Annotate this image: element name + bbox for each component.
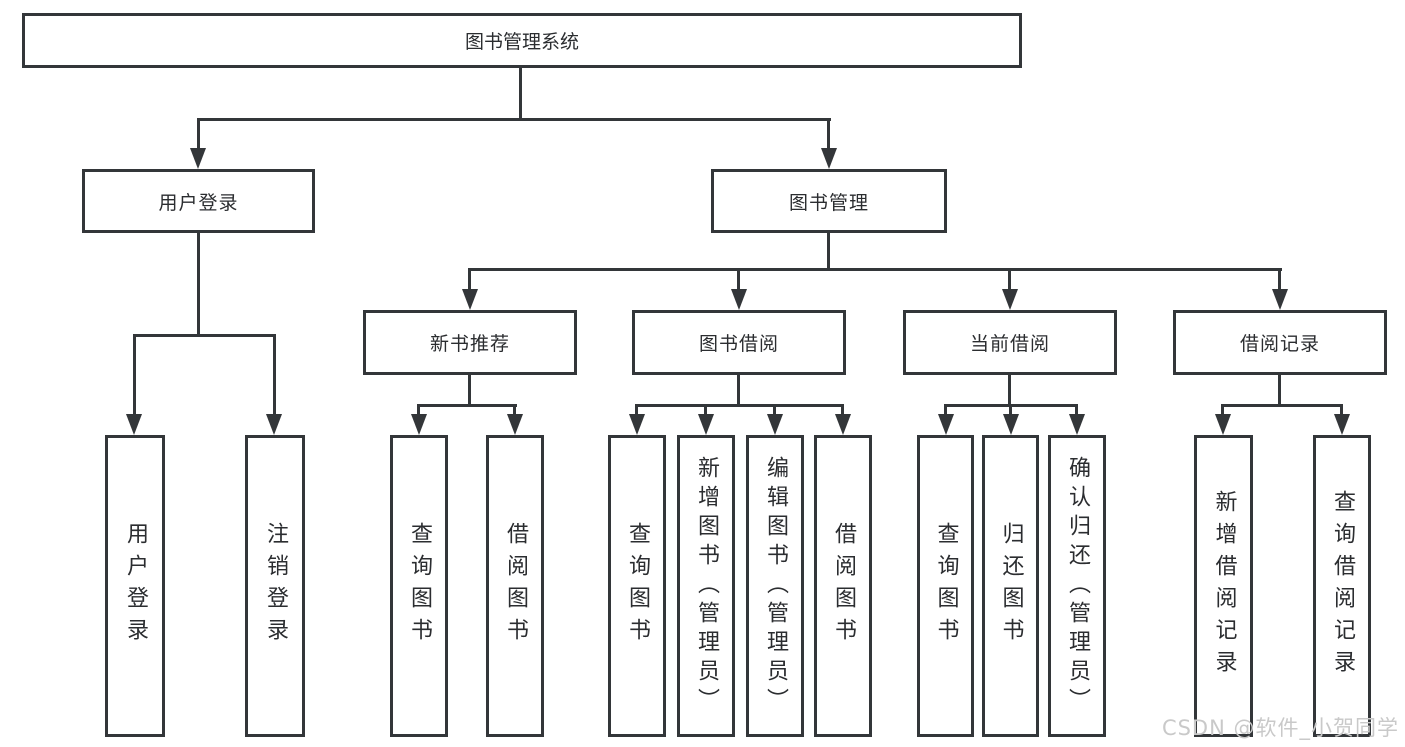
connector-vline <box>1008 375 1011 407</box>
connector-vline <box>1221 404 1224 418</box>
node-label: 查询图书 <box>407 522 432 650</box>
node-label: 新增图书（管理员） <box>694 455 719 717</box>
node-library-management-system: 图书管理系统 <box>22 13 1022 68</box>
leaf-query-books-recommend: 查询图书 <box>390 435 448 737</box>
connector-vline <box>468 375 471 407</box>
arrowhead-down <box>938 414 954 435</box>
connector-vline <box>1009 404 1012 418</box>
connector-vline <box>417 404 420 418</box>
node-label: 借阅图书 <box>503 522 528 650</box>
leaf-borrow-books-borrowing: 借阅图书 <box>814 435 872 737</box>
connector-hline <box>417 404 517 407</box>
leaf-query-borrow-record: 查询借阅记录 <box>1313 435 1371 737</box>
connector-vline <box>197 233 200 337</box>
node-label: 用户登录 <box>123 522 148 650</box>
connector-hline <box>468 268 1282 271</box>
arrowhead-down <box>1272 289 1288 310</box>
node-label: 借阅图书 <box>831 522 856 650</box>
connector-vline <box>519 68 522 121</box>
node-label: 借阅记录 <box>1239 333 1320 355</box>
connector-vline <box>1340 404 1343 418</box>
connector-vline <box>513 404 516 418</box>
csdn-watermark: CSDN @软件_小贺同学 <box>1161 716 1399 740</box>
node-label: 新书推荐 <box>429 333 510 355</box>
arrowhead-down <box>698 414 714 435</box>
arrowhead-down <box>411 414 427 435</box>
connector-hline <box>197 118 831 121</box>
node-label: 图书管理系统 <box>464 31 579 53</box>
connector-vline <box>197 118 200 154</box>
leaf-return-books: 归还图书 <box>982 435 1039 737</box>
connector-vline <box>841 404 844 418</box>
leaf-query-books-current: 查询图书 <box>917 435 974 737</box>
node-new-book-recommendation: 新书推荐 <box>363 310 577 375</box>
node-label: 新增借阅记录 <box>1211 490 1237 682</box>
arrowhead-down <box>835 414 851 435</box>
arrowhead-down <box>731 289 747 310</box>
node-label: 图书借阅 <box>698 333 779 355</box>
connector-vline <box>133 334 136 418</box>
node-book-borrowing: 图书借阅 <box>632 310 846 375</box>
leaf-add-book-admin: 新增图书（管理员） <box>677 435 735 737</box>
connector-vline <box>773 404 776 418</box>
node-label: 确认归还（管理员） <box>1065 455 1090 717</box>
arrowhead-down <box>1069 414 1085 435</box>
node-label: 查询图书 <box>933 522 959 650</box>
connector-hline <box>635 404 844 407</box>
arrowhead-down <box>1334 414 1350 435</box>
connector-vline <box>1075 404 1078 418</box>
connector-vline <box>1008 268 1011 295</box>
leaf-edit-book-admin: 编辑图书（管理员） <box>746 435 804 737</box>
connector-vline <box>635 404 638 418</box>
leaf-logout: 注销登录 <box>245 435 305 737</box>
connector-vline <box>468 268 471 295</box>
arrowhead-down <box>507 414 523 435</box>
node-book-management: 图书管理 <box>711 169 947 233</box>
arrowhead-down <box>190 148 206 169</box>
node-borrowing-records: 借阅记录 <box>1173 310 1387 375</box>
arrowhead-down <box>821 148 837 169</box>
arrowhead-down <box>266 414 282 435</box>
node-label: 查询图书 <box>625 522 650 650</box>
arrowhead-down <box>462 289 478 310</box>
node-current-borrowing: 当前借阅 <box>903 310 1117 375</box>
connector-hline <box>1221 404 1343 407</box>
leaf-user-login: 用户登录 <box>105 435 165 737</box>
arrowhead-down <box>126 414 142 435</box>
leaf-add-borrow-record: 新增借阅记录 <box>1194 435 1253 737</box>
arrowhead-down <box>767 414 783 435</box>
connector-vline <box>273 334 276 418</box>
node-label: 注销登录 <box>263 522 288 650</box>
connector-vline <box>827 233 830 271</box>
arrowhead-down <box>629 414 645 435</box>
node-user-login: 用户登录 <box>82 169 315 233</box>
connector-vline <box>827 118 830 154</box>
connector-vline <box>1278 268 1281 295</box>
connector-hline <box>133 334 276 337</box>
connector-vline <box>1278 375 1281 407</box>
node-label: 当前借阅 <box>969 333 1050 355</box>
node-label: 图书管理 <box>788 191 869 214</box>
arrowhead-down <box>1003 414 1019 435</box>
connector-vline <box>737 375 740 407</box>
connector-vline <box>737 268 740 295</box>
leaf-confirm-return-admin: 确认归还（管理员） <box>1048 435 1106 737</box>
connector-vline <box>704 404 707 418</box>
connector-vline <box>944 404 947 418</box>
arrowhead-down <box>1002 289 1018 310</box>
arrowhead-down <box>1215 414 1231 435</box>
node-label: 用户登录 <box>158 191 239 214</box>
leaf-borrow-books-recommend: 借阅图书 <box>486 435 544 737</box>
node-label: 编辑图书（管理员） <box>763 455 788 717</box>
node-label: 查询借阅记录 <box>1330 490 1355 682</box>
node-label: 归还图书 <box>998 522 1024 650</box>
leaf-query-books-borrowing: 查询图书 <box>608 435 666 737</box>
